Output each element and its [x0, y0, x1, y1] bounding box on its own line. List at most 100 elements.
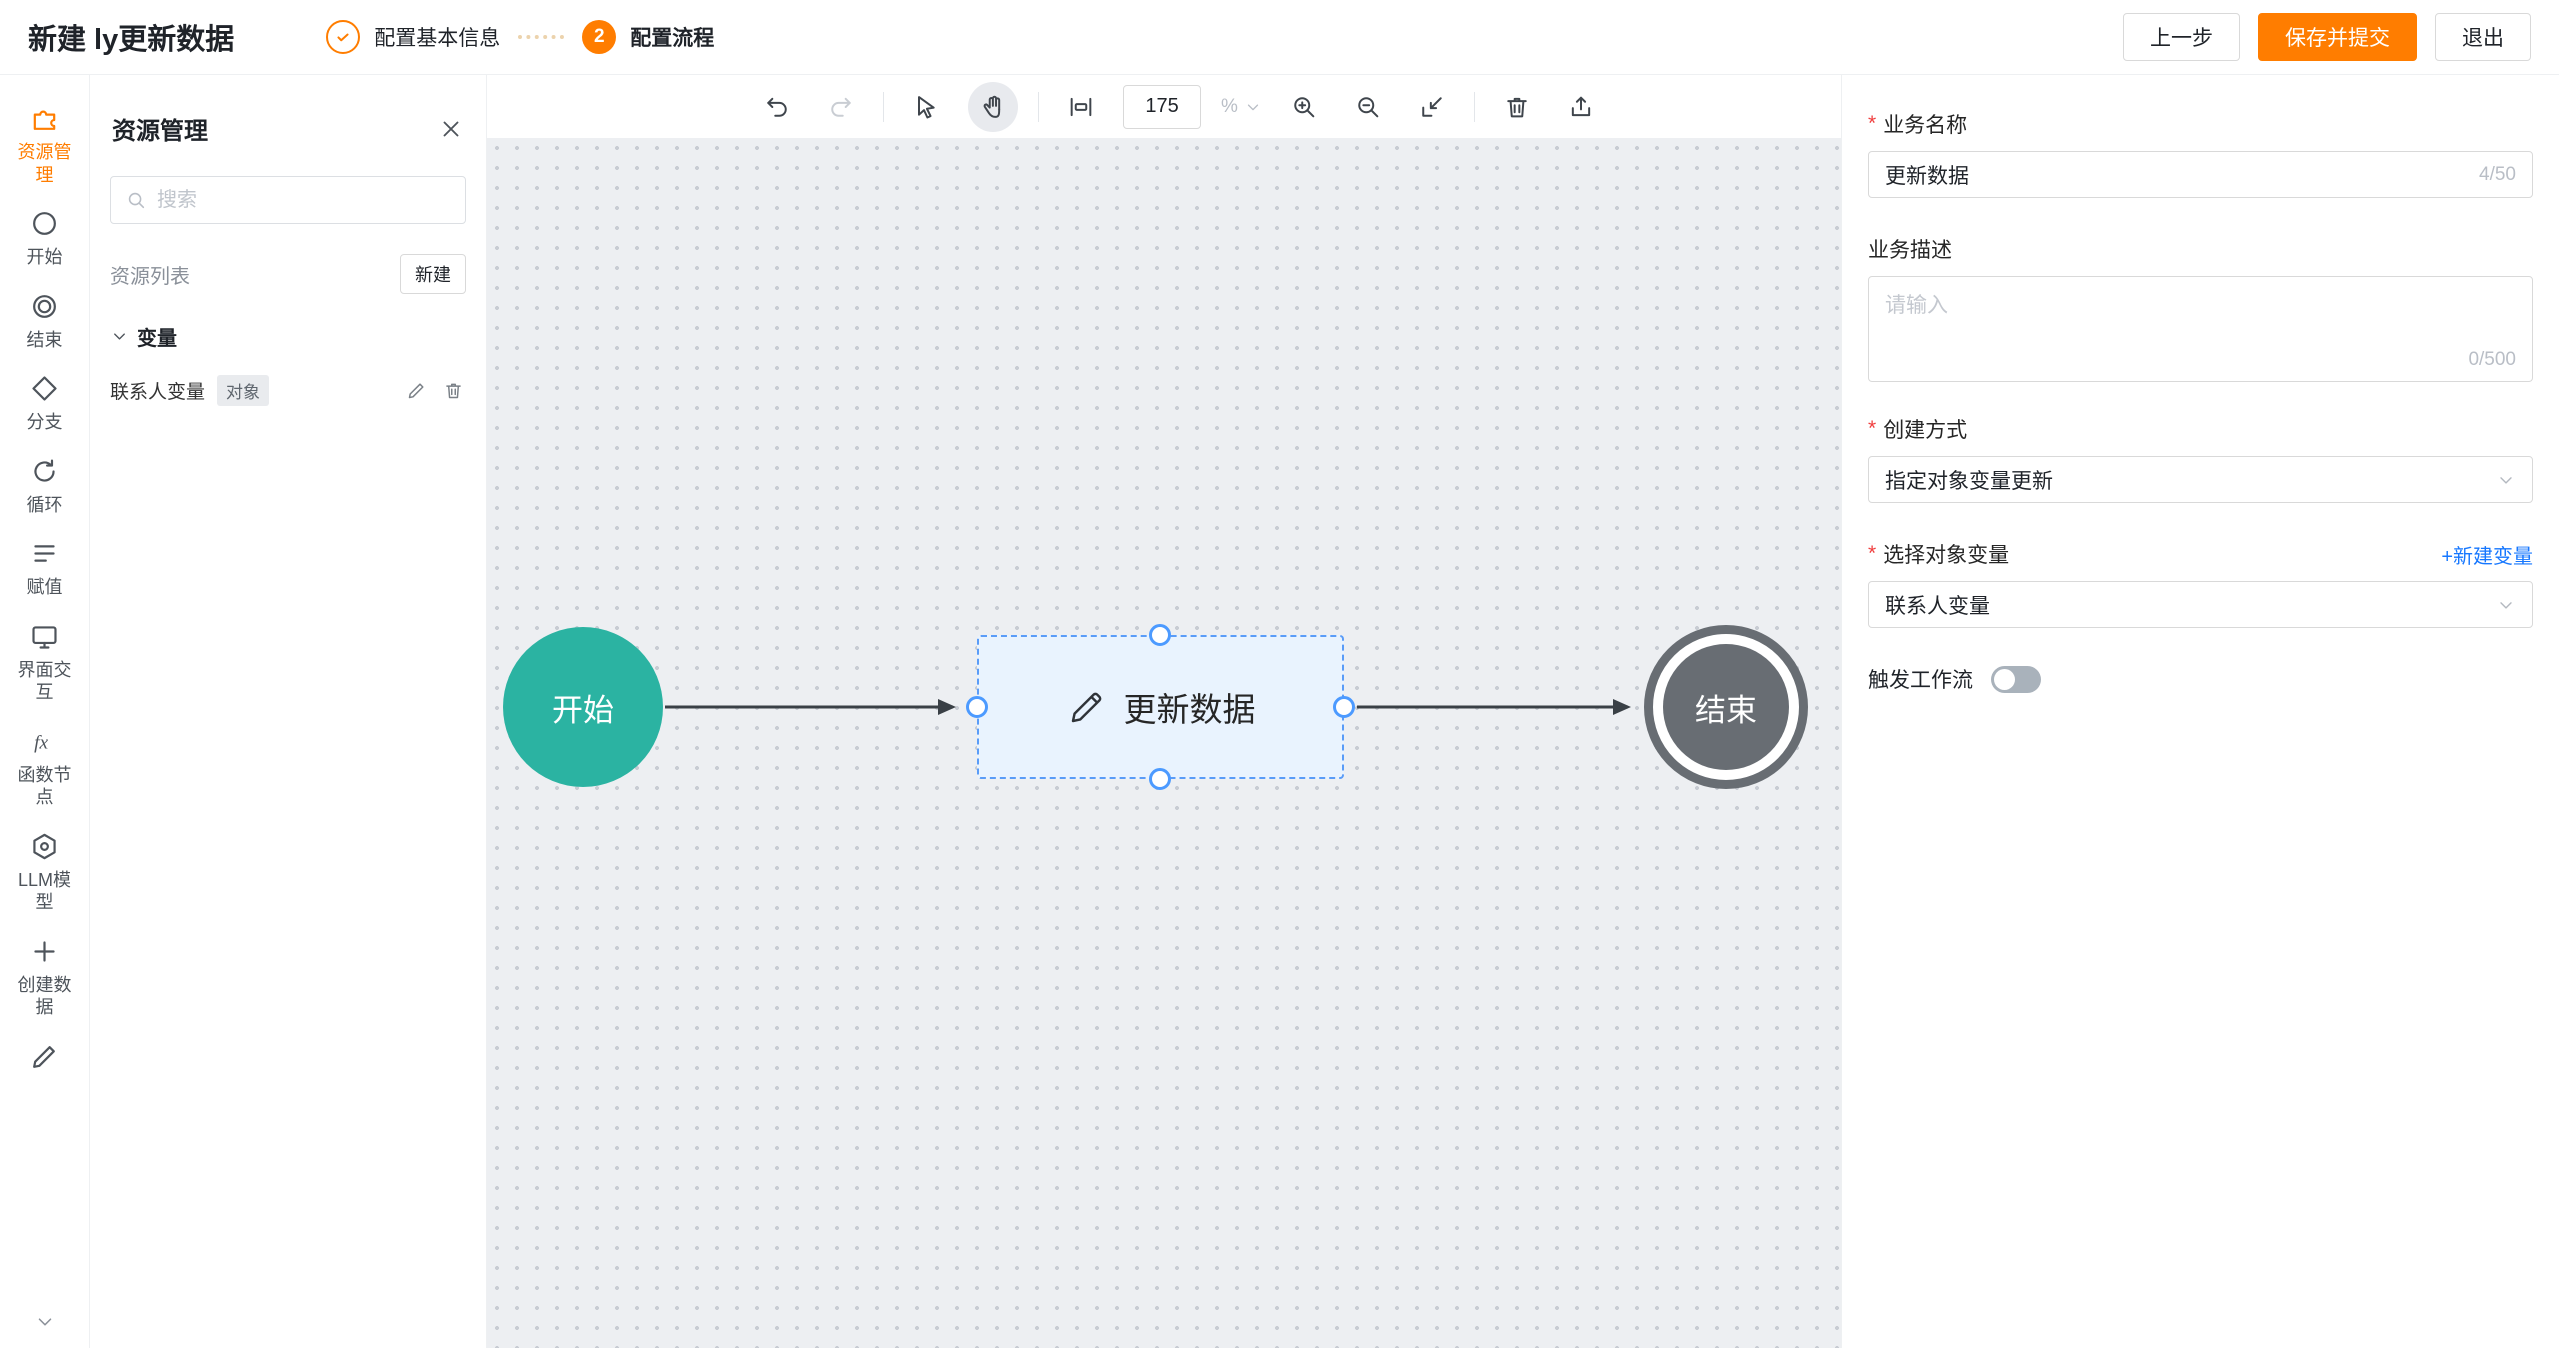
delete-node-button[interactable]	[1495, 85, 1539, 129]
zoom-unit-dropdown[interactable]: %	[1221, 96, 1262, 118]
toolbar-divider	[883, 91, 885, 122]
business-name-label: * 业务名称	[1868, 112, 1968, 137]
new-variable-link[interactable]: +新建变量	[2441, 545, 2533, 568]
resource-panel-title: 资源管理	[112, 118, 208, 145]
trigger-workflow-label: 触发工作流	[1868, 669, 1973, 692]
name-char-counter: 4/50	[2479, 163, 2516, 185]
task-handle-right[interactable]	[1333, 696, 1355, 718]
toggle-knob	[1994, 668, 2015, 690]
end-node-label: 结束	[1695, 692, 1757, 728]
end-node-inner: 结束	[1663, 644, 1789, 770]
resource-list-header: 资源列表 新建	[110, 254, 466, 294]
new-resource-button[interactable]: 新建	[400, 254, 466, 294]
pan-tool-button[interactable]	[968, 81, 1019, 132]
desc-char-counter: 0/500	[2468, 349, 2516, 370]
business-desc-label: 业务描述	[1868, 239, 1952, 262]
panel-close-button[interactable]	[438, 116, 464, 142]
circle-icon	[33, 212, 56, 235]
object-variable-select[interactable]: 联系人变量	[1868, 581, 2533, 628]
resource-search-input[interactable]	[157, 188, 451, 212]
assign-lines-icon	[34, 545, 55, 562]
rail-item-llm-model[interactable]: LLM模型	[3, 831, 87, 914]
redo-button[interactable]	[819, 85, 863, 129]
chevron-down-icon	[2500, 601, 2512, 609]
loop-icon	[34, 459, 55, 482]
toolbar-divider	[1038, 91, 1040, 122]
zoom-in-icon	[1294, 96, 1315, 117]
trigger-workflow-row: 触发工作流	[1868, 664, 2533, 694]
save-submit-button[interactable]: 保存并提交	[2258, 13, 2417, 61]
node-inspector-panel: * 业务名称 4/50 业务描述 0/500 * 创建方式 指定对象变量更新	[1841, 75, 2559, 1348]
flow-edges	[665, 699, 1631, 715]
svg-text:fx: fx	[34, 732, 48, 753]
rail-item-assign[interactable]: 赋值	[3, 538, 87, 599]
export-button[interactable]	[1559, 85, 1603, 129]
page-title: 新建 ly更新数据	[28, 24, 235, 56]
rail-item-edit[interactable]	[3, 1041, 87, 1072]
rail-item-function-node[interactable]: fx 函数节点	[3, 726, 87, 809]
rail-item-ui-interaction[interactable]: 界面交互	[3, 621, 87, 704]
create-mode-select[interactable]: 指定对象变量更新	[1868, 456, 2533, 503]
rail-item-branch[interactable]: 分支	[3, 373, 87, 434]
rail-item-start[interactable]: 开始	[3, 208, 87, 269]
node-palette-rail: 资源管理 开始 结束 分支 循环 赋值	[0, 75, 90, 1348]
ring-icon	[33, 294, 56, 318]
redo-icon	[831, 97, 851, 117]
rail-item-end[interactable]: 结束	[3, 291, 87, 352]
align-button[interactable]	[1059, 85, 1103, 129]
zoom-level-input[interactable]: 175	[1123, 84, 1202, 129]
fit-view-icon	[1422, 96, 1442, 117]
top-header: 新建 ly更新数据 配置基本信息 2 配置流程 上一步 保存并提交 退出	[0, 0, 2559, 75]
undo-icon	[767, 97, 787, 117]
start-node[interactable]: 开始	[503, 627, 663, 787]
diamond-icon	[32, 376, 57, 401]
rail-scroll-down[interactable]	[34, 1311, 56, 1338]
task-handle-bottom[interactable]	[1149, 768, 1171, 790]
resource-item-name: 联系人变量	[110, 382, 206, 403]
undo-button[interactable]	[755, 85, 799, 129]
toolbar-divider	[1473, 91, 1475, 122]
start-node-label: 开始	[552, 692, 614, 728]
resource-panel-header: 资源管理	[110, 75, 466, 146]
select-tool-button[interactable]	[904, 85, 948, 129]
edit-resource-button[interactable]	[404, 378, 429, 403]
update-data-node[interactable]: 更新数据	[977, 635, 1344, 779]
object-variable-value: 联系人变量	[1885, 594, 1990, 618]
fit-view-button[interactable]	[1410, 85, 1454, 129]
create-mode-label: * 创建方式	[1868, 417, 1968, 442]
object-variable-label: * 选择对象变量	[1868, 542, 2010, 567]
fx-icon: fx	[34, 732, 48, 753]
step2-number-badge: 2	[582, 20, 617, 54]
step-connector-dots	[518, 35, 565, 39]
trigger-workflow-toggle[interactable]	[1991, 665, 2041, 693]
flow-canvas[interactable]: 开始 更新数据 结束	[487, 138, 1841, 1348]
variable-group-toggle[interactable]: 变量	[110, 322, 466, 351]
main-area: 资源管理 开始 结束 分支 循环 赋值	[0, 75, 2559, 1348]
business-name-input[interactable]	[1885, 162, 2480, 187]
zoom-in-button[interactable]	[1282, 85, 1326, 129]
screen-icon	[32, 625, 57, 649]
task-handle-left[interactable]	[966, 696, 988, 718]
rail-item-resource-manage[interactable]: 资源管理	[3, 103, 87, 186]
chevron-down-icon	[38, 1318, 51, 1326]
required-asterisk: *	[1868, 542, 1877, 565]
exit-button[interactable]: 退出	[2435, 13, 2531, 61]
business-desc-textarea[interactable]	[1885, 289, 2516, 345]
create-mode-value: 指定对象变量更新	[1885, 469, 2053, 493]
end-node[interactable]: 结束	[1644, 625, 1808, 789]
rail-item-create-data[interactable]: 创建数据	[3, 936, 87, 1019]
rail-item-loop[interactable]: 循环	[3, 456, 87, 517]
business-name-field: 4/50	[1868, 151, 2533, 198]
zoom-out-button[interactable]	[1346, 85, 1390, 129]
chevron-down-icon	[1247, 103, 1259, 110]
step1-label: 配置基本信息	[374, 27, 501, 50]
delete-resource-button[interactable]	[441, 378, 466, 403]
canvas-toolbar: 175 %	[487, 75, 1841, 138]
resource-list-item[interactable]: 联系人变量 对象	[110, 375, 466, 406]
variable-group-label: 变量	[137, 328, 177, 350]
task-handle-top[interactable]	[1149, 624, 1171, 646]
prev-step-button[interactable]: 上一步	[2123, 13, 2240, 61]
business-desc-field: 0/500	[1868, 276, 2533, 382]
close-icon	[443, 121, 459, 136]
